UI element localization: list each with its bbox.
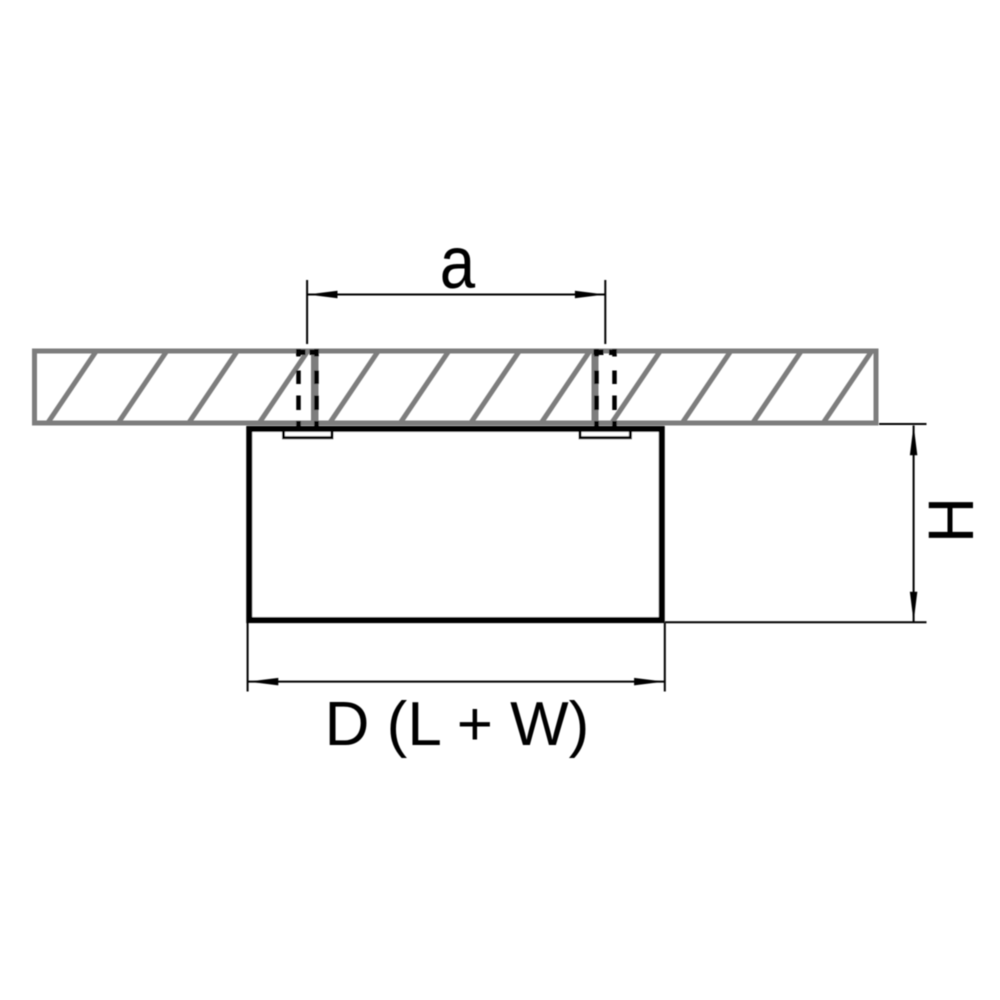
svg-text:H: H bbox=[915, 497, 987, 543]
svg-text:a: a bbox=[440, 222, 476, 305]
svg-text:D (L + W): D (L + W) bbox=[325, 690, 590, 759]
